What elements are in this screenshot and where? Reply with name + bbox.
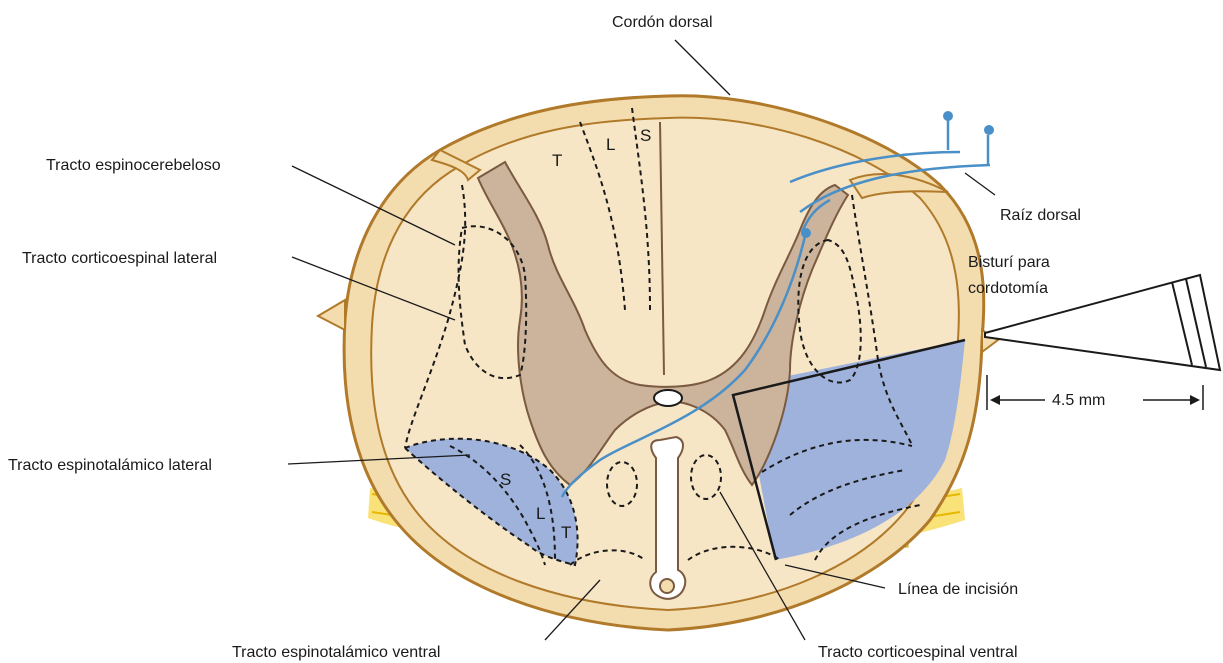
ventral-corticospinal-tract-label: Tracto corticoespinal ventral [818,644,1018,661]
central-canal [654,390,682,406]
dorsal-column-label: Cordón dorsal [612,14,713,31]
spinothalamic-segment-mark-t: T [561,523,571,542]
distance-label: 4.5 mm [1052,392,1105,409]
spinothalamic-segment-mark-s: S [500,470,511,489]
spinothalamic-segment-mark-l: L [536,504,545,523]
spinocerebellar-tract-label: Tracto espinocerebeloso [46,157,221,174]
nerve-fiber-terminal-3 [801,228,811,238]
dorsal-segment-mark-l: L [606,135,615,154]
cordotomy-knife-label-line1: Bisturí para [968,254,1050,271]
nerve-fiber-terminal-1 [943,111,953,121]
lateral-corticospinal-tract-label: Tracto corticoespinal lateral [22,250,217,267]
incision-line-label: Línea de incisión [898,581,1018,598]
ventral-fissure-end [660,579,674,593]
dorsal-root-label: Raíz dorsal [1000,207,1081,224]
nerve-fiber-terminal-2 [984,125,994,135]
lateral-spinothalamic-tract-label: Tracto espinotalámico lateral [8,457,212,474]
dorsal-segment-mark-t: T [552,151,562,170]
dorsal-segment-mark-s: S [640,126,651,145]
ventral-spinothalamic-tract-label: Tracto espinotalámico ventral [232,644,440,661]
lateral-projection-left [318,300,345,330]
cordotomy-knife-label-line2: cordotomía [968,280,1048,297]
